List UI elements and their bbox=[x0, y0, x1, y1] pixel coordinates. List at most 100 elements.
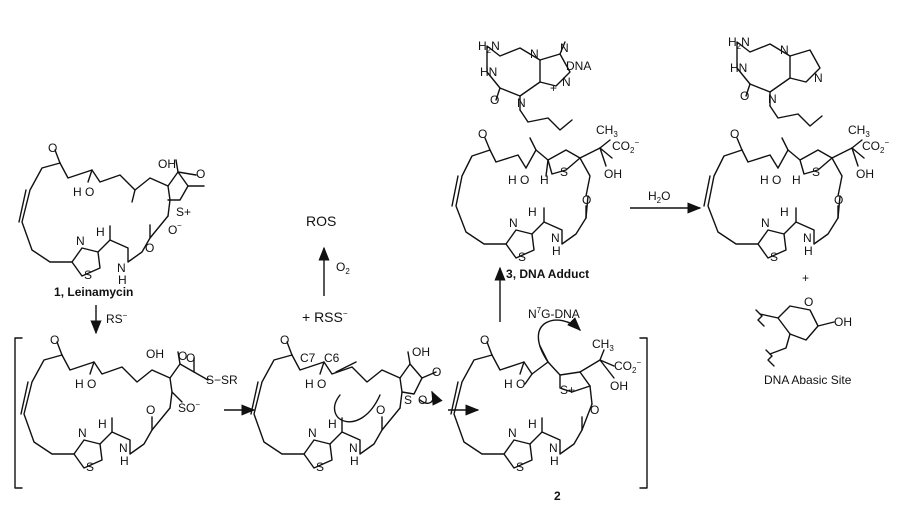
guanine-o-label: O bbox=[490, 93, 499, 107]
ros-label: ROS bbox=[306, 213, 336, 229]
amide-n-label-6: N bbox=[803, 231, 812, 245]
dna-adduct-number: 3 bbox=[506, 267, 513, 281]
ketone-o-label-3: O bbox=[280, 333, 289, 347]
o-label-2: O bbox=[178, 349, 187, 363]
ring-s-label-6: S bbox=[812, 165, 820, 179]
h-o-label-2: H O bbox=[75, 377, 96, 391]
plus-charge-label: + bbox=[550, 81, 557, 95]
amide-o-label-3: O bbox=[376, 403, 385, 417]
ring-o-label-3: O bbox=[418, 393, 427, 407]
lactone-o-label: O bbox=[196, 167, 205, 181]
abasic-site-label: DNA Abasic Site bbox=[764, 373, 852, 387]
persulfide-reagent: + RSS− bbox=[302, 309, 348, 325]
amide-n-label-3: N bbox=[349, 441, 358, 455]
methyl-label-5: CH3 bbox=[596, 123, 618, 139]
oxathiolanone-structure: O OH H O H N S N H O C7 C6 O S O bbox=[250, 333, 443, 474]
amide-o-label-5: O bbox=[582, 193, 591, 207]
methine-h-label-5: H bbox=[528, 205, 537, 219]
hydroxyl-label-6: OH bbox=[856, 167, 874, 181]
guanine-hn-label: HN bbox=[480, 65, 497, 79]
sulfoxide-s-label: S+ bbox=[176, 205, 191, 219]
ring-h-label-6: H bbox=[792, 173, 801, 187]
amide-n-label-4: N bbox=[549, 441, 558, 455]
dna-label: DNA bbox=[566, 59, 591, 73]
thiazole-n-label-5: N bbox=[509, 216, 518, 230]
ketone-o-label-5: O bbox=[478, 127, 487, 141]
abasic-oh-label: OH bbox=[834, 315, 852, 329]
ring-s-label-3: S bbox=[404, 393, 412, 407]
carboxylate-label-5: CO2− bbox=[612, 138, 639, 155]
h-o-label: H O bbox=[73, 185, 94, 199]
leinamycin-name: Leinamycin bbox=[67, 285, 133, 299]
dna-adduct-label: 3, DNA Adduct bbox=[506, 267, 589, 281]
thiazole-n-label: N bbox=[76, 234, 85, 248]
guanine-n9-label: N bbox=[560, 41, 569, 55]
ketone-o-label-4: O bbox=[480, 333, 489, 347]
methyl-label-6: CH3 bbox=[848, 123, 870, 139]
methine-h-label-3: H bbox=[328, 417, 337, 431]
amide-n-label-2: N bbox=[119, 441, 128, 455]
methine-h-label: H bbox=[96, 225, 105, 239]
amide-h-label-4: H bbox=[550, 454, 559, 468]
h-o-label-4: H O bbox=[504, 377, 525, 391]
dna-adduct-name: DNA Adduct bbox=[519, 267, 589, 281]
guanine-o-label-6: O bbox=[740, 89, 749, 103]
methine-h-label-2: H bbox=[98, 417, 107, 431]
oxygen-reagent: O2 bbox=[336, 260, 350, 276]
guanine-n7-label: N bbox=[517, 96, 526, 110]
guanine-nh2-label: H2N bbox=[478, 39, 500, 55]
carboxylate-label-6: CO2− bbox=[862, 138, 889, 155]
thiazole-s-label-2: S bbox=[86, 460, 94, 474]
amide-h-label-2: H bbox=[120, 454, 129, 468]
guanine-n-label: N bbox=[530, 47, 539, 61]
methyl-label-4: CH3 bbox=[592, 337, 614, 353]
leinamycin-number: 1 bbox=[54, 285, 61, 299]
methine-h-label-4: H bbox=[528, 417, 537, 431]
sulfoxide-o-label: O bbox=[168, 223, 177, 237]
guanine-hn-label-6: HN bbox=[730, 61, 747, 75]
c7-label: C7 bbox=[300, 351, 316, 365]
sulfonium-label-4: S+ bbox=[560, 383, 575, 397]
ring-s-label-5: S bbox=[560, 165, 568, 179]
amide-o-label-2: O bbox=[146, 403, 155, 417]
ketone-o-label-2: O bbox=[50, 333, 59, 347]
thiazole-s-label: S bbox=[84, 268, 92, 282]
episulfonium-structure: O H O H N S N H O S+ CH3 CO2− OH bbox=[450, 317, 641, 474]
plus-sign: + bbox=[802, 271, 809, 285]
thiol-adduct-structure: O OH H O H N S N H O O O S−SR SO− bbox=[20, 333, 238, 474]
water-reagent: H2O bbox=[648, 189, 670, 205]
guanine-n7-label-6: N bbox=[768, 92, 777, 106]
carboxylate-label-4: CO2− bbox=[614, 358, 641, 375]
h-o-label-3: H O bbox=[305, 377, 326, 391]
guanine-n-imid-label-6: N bbox=[814, 71, 823, 85]
thiol-reagent: RS− bbox=[106, 311, 128, 326]
methine-h-label-6: H bbox=[780, 205, 789, 219]
guanine-n-imid-label: N bbox=[562, 75, 571, 89]
thiazole-n-label-4: N bbox=[508, 426, 517, 440]
thiazole-n-label-2: N bbox=[78, 426, 87, 440]
bracket-right bbox=[639, 337, 648, 489]
c6-label: C6 bbox=[324, 351, 340, 365]
thiazole-s-label-4: S bbox=[516, 460, 524, 474]
nucleophile-label: N7G-DNA bbox=[528, 306, 580, 321]
released-adduct-structure: H2N HN N N N O O H O H N S N H O S H CH3… bbox=[703, 35, 889, 264]
amide-n-label: N bbox=[117, 261, 126, 275]
thiazole-s-label-3: S bbox=[316, 460, 324, 474]
hydroxyl-label-5: OH bbox=[604, 167, 622, 181]
amide-o-label: O bbox=[145, 241, 154, 255]
hydroxyl-label-4: OH bbox=[610, 379, 628, 393]
guanine-n-label-6: N bbox=[780, 43, 789, 57]
guanine-nh2-label-6: H2N bbox=[728, 35, 750, 51]
ketone-o-label: O bbox=[48, 141, 57, 155]
episulfonium-label: 2 bbox=[554, 489, 561, 503]
thiazole-s-label-6: S bbox=[770, 250, 778, 264]
h-o-label-6: H O bbox=[760, 173, 781, 187]
hydroxyl-label: OH bbox=[158, 157, 176, 171]
amide-n-label-5: N bbox=[551, 231, 560, 245]
thiazole-n-label-3: N bbox=[308, 426, 317, 440]
abasic-site-structure: O OH bbox=[755, 295, 852, 367]
sulfenate-label: SO− bbox=[178, 400, 200, 415]
leinamycin-structure: O OH H O H N S N H O S+ O − O bbox=[18, 141, 205, 287]
ketone-o-label-6: O bbox=[730, 127, 739, 141]
